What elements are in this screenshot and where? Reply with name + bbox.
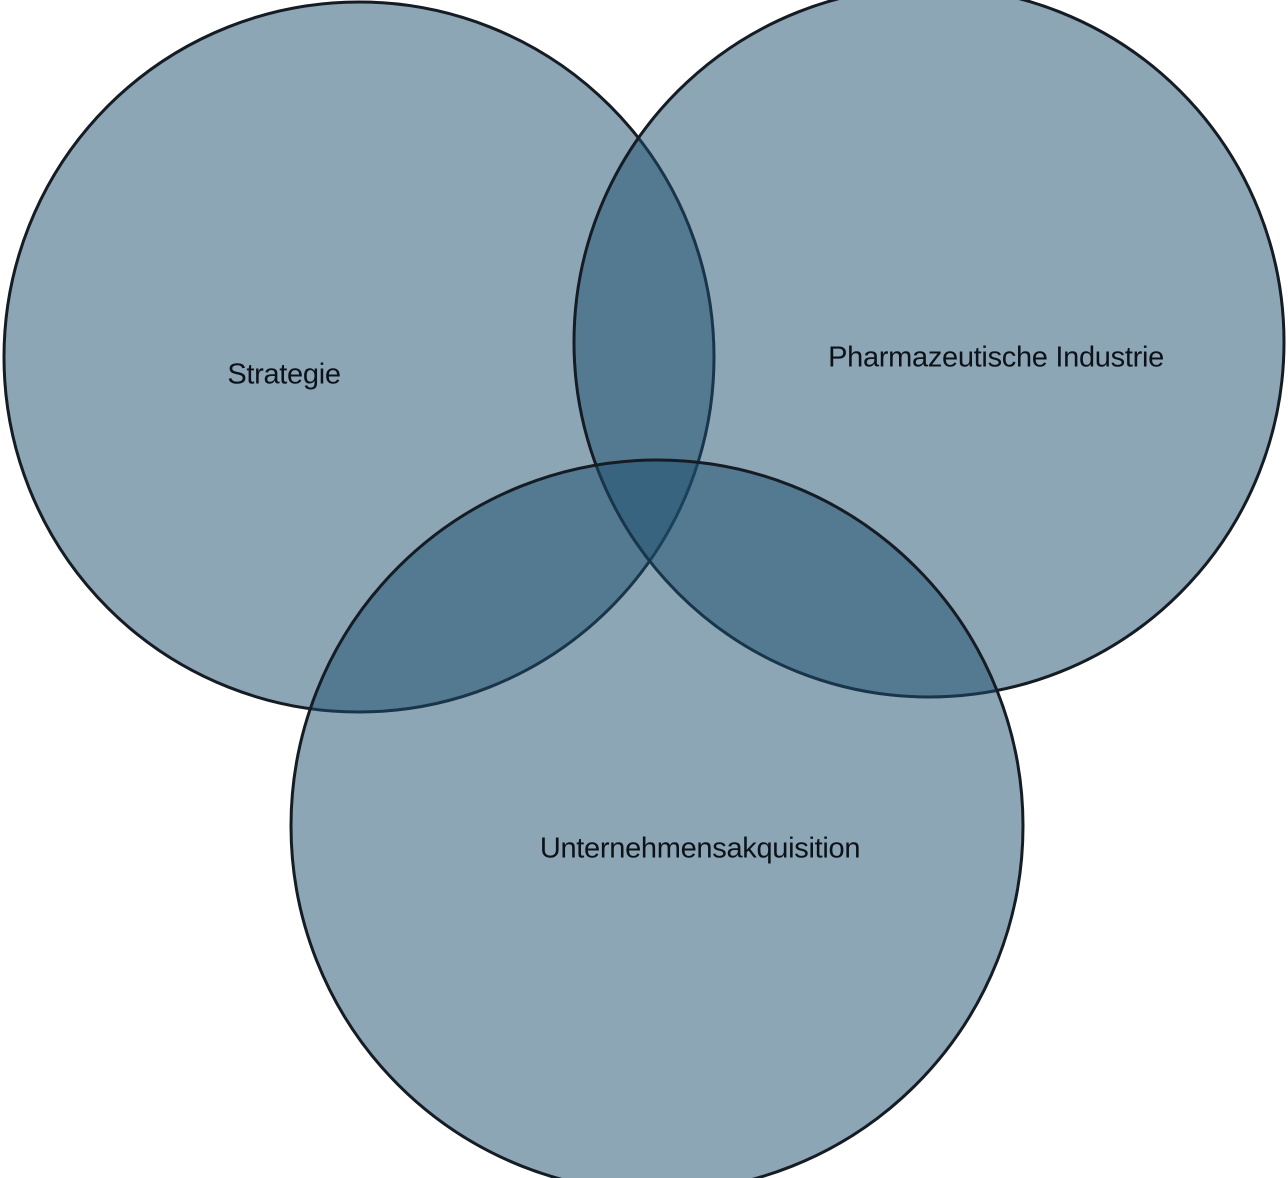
venn-labels: Strategie Pharmazeutische Industrie Unte… <box>227 342 1164 865</box>
circle-unternehmensakquisition <box>289 458 1025 1178</box>
label-strategie: Strategie <box>227 359 340 391</box>
label-unternehmensakquisition: Unternehmensakquisition <box>540 833 860 865</box>
label-pharmazeutische-industrie: Pharmazeutische Industrie <box>828 342 1164 374</box>
